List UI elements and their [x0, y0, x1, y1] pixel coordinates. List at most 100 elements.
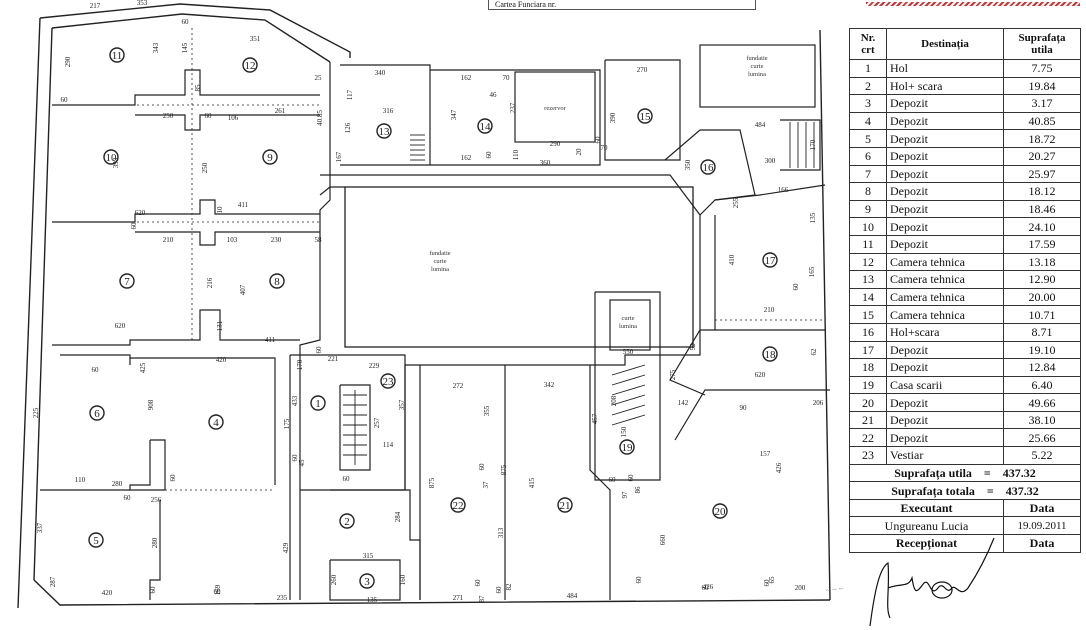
cell-nr: 2: [849, 76, 887, 96]
courtyard-label-line1: fundatie: [429, 250, 450, 257]
dimension-label: 60: [315, 346, 323, 354]
dimension-label: 550: [623, 348, 634, 356]
outer-wall-left: [39, 3, 351, 58]
reservoir-label: rezervor: [544, 105, 566, 112]
room-1-number: 1: [315, 398, 321, 410]
dimension-label: 62: [810, 348, 818, 356]
cell-nr: 19: [849, 375, 887, 395]
cell-area: 38.10: [1003, 410, 1081, 430]
cell-area: 6.40: [1003, 375, 1081, 395]
dimension-label: 484: [567, 592, 578, 600]
stair-step: [611, 374, 646, 386]
dimension-label: 25: [315, 74, 323, 82]
dimension-label: 410: [728, 254, 736, 265]
top-court-label-line2: curte: [751, 63, 764, 70]
cell-nr: 7: [849, 164, 887, 184]
cell-area: 18.46: [1003, 199, 1081, 219]
dimension-label: 256: [151, 496, 162, 504]
outer-wall-left-inner: [51, 13, 331, 63]
dimension-label: 145: [181, 42, 189, 53]
executant-header-row: Executant Data: [849, 498, 1081, 518]
top-court-label-line3: lumina: [748, 71, 766, 78]
room-15-label: 15: [637, 108, 653, 124]
wall-row-1b: [135, 114, 320, 131]
dimension-label: 206: [813, 399, 824, 407]
cell-nr: 8: [849, 182, 887, 201]
dimension-label: 415: [528, 477, 536, 488]
dimension-label: 65: [768, 576, 776, 584]
dimension-label: 357: [398, 399, 406, 410]
stamp-mark: ~ ~ ~: [825, 584, 844, 595]
wall-room-16: [664, 129, 756, 201]
cell-nr: 18: [849, 358, 887, 377]
dimension-label: 169: [214, 584, 222, 595]
total-area-eq: =: [986, 483, 994, 498]
dimension-label: 337: [36, 522, 44, 533]
dimension-label: 135: [367, 596, 378, 604]
wall-row-2: [52, 199, 320, 223]
dimension-label: 60: [291, 454, 299, 462]
cell-destination: Depozit: [886, 199, 1004, 219]
room-9-number: 9: [267, 152, 273, 164]
room-20-number: 20: [715, 506, 727, 518]
room-8-number: 8: [274, 276, 280, 288]
dimension-label: 20: [575, 148, 583, 156]
dimension-label: 875: [500, 464, 508, 475]
cell-nr: 3: [849, 94, 887, 113]
dimension-label: 350: [684, 159, 692, 170]
room-2-number: 2: [344, 516, 350, 528]
room-14-number: 14: [480, 121, 492, 133]
room-11-label: 11: [109, 47, 125, 63]
room-19-number: 19: [622, 442, 634, 454]
cell-destination: Depozit: [886, 340, 1004, 360]
dimension-label: 40.85: [316, 110, 324, 126]
stair-step: [611, 404, 646, 416]
cell-destination: Depozit: [886, 428, 1004, 448]
cell-destination: Camera tehnica: [886, 252, 1004, 272]
dimension-label: 347: [450, 109, 458, 120]
wall-top-court: [699, 44, 816, 108]
stairs: [343, 122, 815, 465]
cell-destination: Camera tehnica: [886, 305, 1004, 324]
useful-area-cell: Suprafața utila = 437.32: [849, 463, 1081, 483]
dimension-label: 60: [343, 475, 351, 483]
dimension-label: 420: [102, 589, 113, 597]
wall-top-rooms: [340, 64, 431, 166]
dimension-label: 170: [296, 359, 304, 370]
cell-destination: Casa scarii: [886, 375, 1004, 395]
dimension-label: 170: [809, 139, 817, 150]
inner-walls: [40, 44, 830, 601]
cell-area: 7.75: [1003, 59, 1081, 78]
room-12-label: 12: [242, 57, 258, 73]
dimension-label: 620: [135, 209, 146, 217]
dimension-label: 620: [115, 322, 126, 330]
floor-plan: 11 12 10 9 7 8 6 4 5 1 2 3 23 13 14 15 1…: [17, 0, 831, 609]
cell-area: 19.84: [1003, 76, 1081, 96]
room-3-label: 3: [359, 573, 375, 589]
dimension-label: 216: [206, 277, 214, 288]
room-8-label: 8: [269, 273, 285, 289]
dimension-label: 343: [152, 42, 160, 53]
dimension-label: 85: [194, 84, 202, 92]
dimension-label: 60: [792, 283, 800, 291]
room-11-number: 11: [112, 50, 123, 62]
dimension-label: 135: [809, 212, 817, 223]
stair-13: [410, 134, 425, 161]
dimension-label: 60: [594, 136, 602, 144]
dimension-label: 110: [512, 149, 520, 160]
dimension-label: 87: [478, 595, 486, 603]
dimension-label: 175: [283, 418, 291, 429]
useful-area-row: Suprafața utila = 437.32: [849, 463, 1081, 483]
cell-destination: Hol: [886, 59, 1004, 78]
dimension-label: 235: [277, 594, 288, 602]
room-7-label: 7: [119, 273, 135, 289]
wall-corridor: [290, 354, 301, 600]
wall-room-3: [329, 559, 401, 601]
